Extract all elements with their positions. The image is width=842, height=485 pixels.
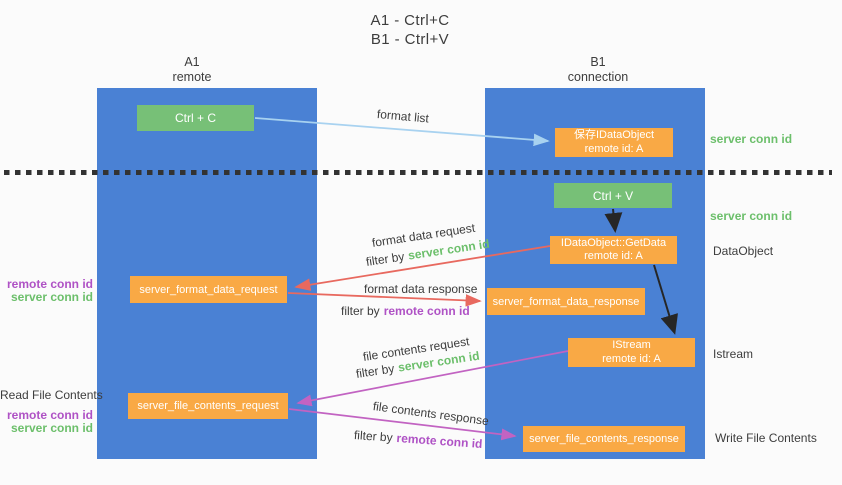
column-a1-name: A1 (184, 55, 200, 69)
getdata-line1: IDataObject::GetData (560, 236, 667, 249)
format-data-response-label: format data response (364, 282, 478, 296)
diagram-title: A1 - Ctrl+C B1 - Ctrl+V (310, 11, 510, 49)
server-file-contents-request-box: server_file_contents_request (128, 393, 288, 419)
save-idataobject-box: 保存IDataObject remote id: A (555, 128, 673, 157)
istream-line1: IStream (612, 339, 651, 351)
file-contents-response-label: file contents response (372, 399, 490, 429)
istream-line2: remote id: A (602, 352, 661, 365)
save-idataobject-line2: remote id: A (584, 142, 644, 155)
getdata-line2: remote id: A (584, 250, 643, 262)
write-file-contents-label: Write File Contents (715, 431, 817, 445)
server-conn-id-label-mid: server conn id (710, 209, 793, 223)
filter-remote-conn-id: remote conn id (383, 304, 470, 318)
server-format-data-response-label: server_format_data_response (492, 295, 640, 308)
remote-conn-id-label-bottom: remote conn id (6, 408, 93, 422)
ctrl-c-box: Ctrl + C (137, 105, 254, 131)
left-conn-id-labels-top: remote conn id server conn id (0, 278, 93, 304)
title-line-2: B1 - Ctrl+V (370, 31, 450, 48)
filter-by-text: filter by (353, 428, 394, 445)
server-conn-id-label-top: server conn id (710, 132, 793, 146)
istream-side-label: Istream (713, 347, 754, 361)
filter-by-text: filter by (354, 361, 396, 381)
left-read-file-labels: Read File Contents remote conn id server… (0, 388, 103, 435)
server-file-contents-response-box: server_file_contents_response (523, 426, 685, 452)
column-b1-role: connection (567, 70, 629, 84)
dataobject-label: DataObject (713, 244, 774, 258)
save-idataobject-line1: 保存IDataObject (573, 129, 655, 141)
server-file-contents-request-label: server_file_contents_request (137, 400, 279, 412)
column-a1-role: remote (172, 70, 212, 84)
filter-by-text: filter by (364, 249, 406, 269)
server-conn-id-label-left-top: server conn id (10, 290, 93, 304)
filter-by-text: filter by (341, 304, 380, 318)
server-format-data-request-label: server_format_data_request (139, 283, 278, 296)
title-line-1: A1 - Ctrl+C (370, 12, 450, 29)
server-file-contents-response-label: server_file_contents_response (529, 433, 679, 445)
read-file-contents-label: Read File Contents (0, 388, 103, 402)
server-format-data-request-box: server_format_data_request (130, 276, 287, 303)
dotted-separator (4, 170, 832, 175)
ctrl-v-box: Ctrl + V (554, 183, 672, 208)
ctrl-c-label: Ctrl + C (174, 111, 216, 125)
format-list-label: format list (376, 107, 430, 126)
column-a1-header: A1 remote (107, 55, 277, 85)
filter-remote-conn-id: remote conn id (396, 430, 483, 451)
column-b1-header: B1 connection (513, 55, 683, 85)
server-format-data-response-box: server_format_data_response (487, 288, 645, 315)
ctrl-v-label: Ctrl + V (592, 188, 634, 203)
column-b1-name: B1 (590, 55, 606, 69)
remote-conn-id-label-top: remote conn id (6, 277, 93, 291)
istream-box: IStream remote id: A (568, 338, 695, 367)
idataobject-getdata-box: IDataObject::GetData remote id: A (550, 236, 677, 264)
server-conn-id-label-left-bottom: server conn id (10, 421, 93, 435)
